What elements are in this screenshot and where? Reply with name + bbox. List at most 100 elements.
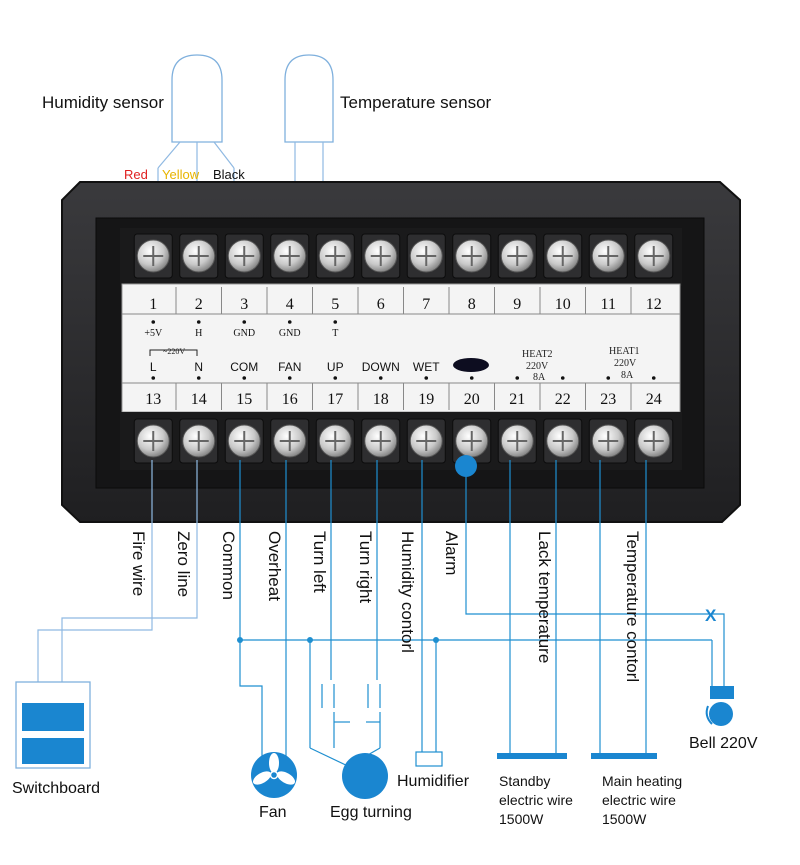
terminal-number: 22 xyxy=(555,391,571,408)
terminal-dot xyxy=(469,376,474,380)
terminal-label: H xyxy=(195,328,202,339)
terminal-dot xyxy=(151,320,156,324)
terminal-dot xyxy=(606,376,611,380)
wire-labels: Fire wire Zero line Common Overheat Turn lef… xyxy=(129,531,642,682)
standby-heater-bar xyxy=(497,753,567,759)
terminal-number: 10 xyxy=(555,296,571,313)
terminal-number: 20 xyxy=(464,391,480,408)
terminal-dot xyxy=(651,376,656,380)
terminal-dot xyxy=(378,376,383,380)
terminal-dot xyxy=(196,376,201,380)
terminal-screw xyxy=(270,418,310,464)
terminal-screw xyxy=(224,418,264,464)
alarm-indicator-dark xyxy=(453,358,489,372)
terminal-label: L xyxy=(150,360,157,374)
terminal-label: UP xyxy=(327,360,344,374)
standby-line3: 1500W xyxy=(499,811,544,827)
terminal-label: WET xyxy=(413,360,440,374)
heat2-amp: 8A xyxy=(533,372,546,383)
wire-label: Turn left xyxy=(310,531,329,593)
terminal-screw xyxy=(452,233,492,279)
terminal-label: T xyxy=(332,328,338,339)
wire-label: Lack temperature xyxy=(535,531,554,663)
terminal-screw xyxy=(452,418,492,464)
bottom-terminal-screws xyxy=(133,418,674,464)
terminal-label: GND xyxy=(233,328,255,339)
wire-label: Temperature contorl xyxy=(623,531,642,682)
terminal-label: +5V xyxy=(144,328,163,339)
heat1-voltage: 220V xyxy=(614,358,637,369)
terminal-screw xyxy=(133,233,173,279)
terminal-dot xyxy=(515,376,520,380)
terminal-number: 3 xyxy=(240,296,248,313)
wire-label: Zero line xyxy=(174,531,193,597)
egg-turning-label: Egg turning xyxy=(330,804,412,821)
main-heating-line2: electric wire xyxy=(602,792,676,808)
standby-line1: Standby xyxy=(499,773,550,789)
terminal-number: 1 xyxy=(149,296,157,313)
terminal-dot xyxy=(242,320,247,324)
switchboard-label: Switchboard xyxy=(12,780,100,797)
heat2-label: HEAT2 xyxy=(522,349,553,360)
terminal-number: 24 xyxy=(646,391,662,408)
main-heater-bar xyxy=(591,753,657,759)
terminal-number: 17 xyxy=(327,391,343,408)
terminal-screw xyxy=(497,418,537,464)
switchboard xyxy=(15,681,91,769)
terminal-screw xyxy=(361,233,401,279)
terminal-number: 19 xyxy=(418,391,434,408)
wire-label: Alarm xyxy=(442,531,461,575)
plate-220v-label: ~220V xyxy=(163,347,185,356)
terminal-label: DOWN xyxy=(362,360,400,374)
humidity-sensor xyxy=(157,54,235,238)
terminal-screw xyxy=(315,418,355,464)
terminal-dot xyxy=(424,376,429,380)
terminal-screw xyxy=(588,233,628,279)
terminal-screw xyxy=(133,418,173,464)
terminal-dot xyxy=(242,376,247,380)
wire-black-label: Black xyxy=(213,167,245,182)
label-plate-grid xyxy=(122,287,680,410)
bell-label: Bell 220V xyxy=(689,735,758,752)
wire-label: Fire wire xyxy=(129,531,148,596)
standby-line2: electric wire xyxy=(499,792,573,808)
terminal-number: 13 xyxy=(145,391,161,408)
terminal-screw xyxy=(543,233,583,279)
wire-label: Common xyxy=(219,531,238,600)
heat1-amp: 8A xyxy=(621,370,634,381)
terminal-number: 8 xyxy=(468,296,476,313)
terminal-number: 7 xyxy=(422,296,430,313)
terminal-dot xyxy=(287,376,292,380)
fan-icon xyxy=(251,752,297,798)
terminal-screw xyxy=(315,233,355,279)
terminal-label: N xyxy=(194,360,203,374)
terminal-screw xyxy=(497,233,537,279)
terminal-dot xyxy=(333,376,338,380)
terminal-number: 6 xyxy=(377,296,385,313)
terminal-label: GND xyxy=(279,328,301,339)
terminal-number: 23 xyxy=(600,391,616,408)
terminal-screw xyxy=(634,233,674,279)
terminal-screw xyxy=(270,233,310,279)
terminal-screw xyxy=(634,418,674,464)
terminal-screw xyxy=(406,418,446,464)
temperature-sensor-label: Temperature sensor xyxy=(340,93,492,112)
main-heating-line1: Main heating xyxy=(602,773,682,789)
wire-yellow-label: Yellow xyxy=(162,167,200,182)
top-terminal-screws xyxy=(133,233,674,279)
terminal-screw xyxy=(588,418,628,464)
terminal-label: COM xyxy=(230,360,258,374)
wire-label: Overheat xyxy=(265,531,284,601)
terminal-number: 15 xyxy=(236,391,252,408)
heat1-label: HEAT1 xyxy=(609,346,640,357)
humidifier xyxy=(415,751,443,767)
egg-turning-motor xyxy=(342,753,388,799)
terminal-screw xyxy=(361,418,401,464)
humidity-sensor-label: Humidity sensor xyxy=(42,93,164,112)
terminal-number: 12 xyxy=(646,296,662,313)
terminal-screw xyxy=(406,233,446,279)
plate-220v-span xyxy=(149,349,198,356)
